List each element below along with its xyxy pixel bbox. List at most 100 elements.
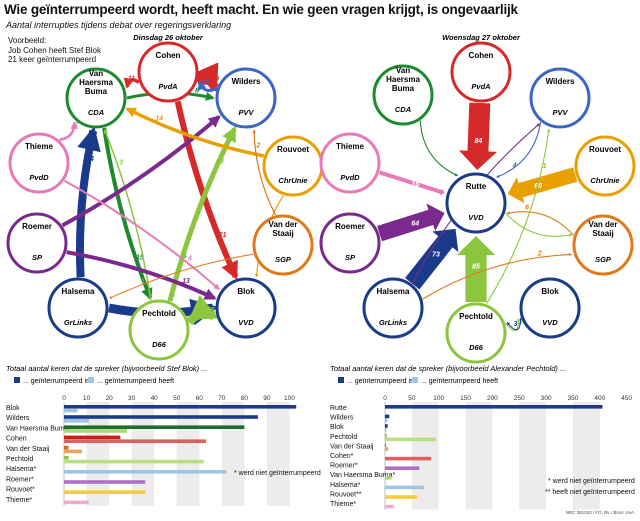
legend-swatch (412, 377, 418, 383)
bar-interrupted (385, 433, 387, 438)
flow-value: 14 (155, 115, 163, 122)
legend-label: ... geïnterrumpeerd is (23, 378, 90, 385)
flow-arrow-pechtold-wilders (485, 128, 551, 305)
node-circle (137, 41, 199, 103)
example-note: Voorbeeld: Job Cohen heeft Stef Blok 21 … (8, 36, 101, 65)
node-name: Roemer (335, 222, 365, 231)
flow-value: 60 (534, 183, 542, 190)
category-label: Van der Staaij (330, 443, 374, 450)
flow-arrow-rouvoet-rutte (507, 167, 578, 204)
category-label: Roemer* (6, 476, 34, 483)
bar-interrupted (385, 443, 387, 447)
tick-label: 250 (514, 395, 525, 402)
tick-label: 450 (621, 395, 632, 402)
tick-label: 400 (594, 395, 605, 402)
bar-interrupting (64, 419, 89, 423)
node-circle (65, 67, 127, 129)
bar-interrupting (64, 439, 207, 443)
date-label: Dinsdag 26 oktober (133, 33, 204, 42)
flow-arrow-halsema-buma (75, 126, 101, 278)
node-circle (445, 172, 507, 234)
node-name: Van (396, 66, 410, 75)
node-circle (128, 299, 190, 361)
node-circle (47, 277, 109, 339)
flow-value: 4 (187, 255, 192, 262)
node-circle (519, 277, 581, 339)
flow-value: 3 (119, 159, 123, 166)
node-party: ChrUnie (278, 176, 307, 185)
tick-label: 90 (263, 395, 271, 402)
footnote: * werd niet geïnterrumpeerd (234, 470, 321, 477)
flow-arrow-cohen-blok (174, 100, 239, 280)
node-party: PvdA (471, 82, 490, 91)
tick-label: 100 (433, 395, 444, 402)
flow-arrow-pechtold-blok (185, 295, 219, 326)
flow-arrow-pechtold-rutte (456, 236, 496, 302)
tick-label: 20 (105, 395, 113, 402)
node-name: Wilders (546, 77, 575, 86)
flow-value: 12 (201, 80, 209, 87)
node-name: Halsema (62, 287, 95, 296)
flow-value: 8 (195, 88, 199, 95)
node-party: PVV (552, 108, 568, 117)
category-label: Rutte (330, 405, 347, 412)
flow-arrow-pechtold-wilders (167, 126, 237, 302)
tick-label: 0 (383, 395, 387, 402)
node-party: GrLinks (379, 318, 407, 327)
tick-label: 50 (173, 395, 181, 402)
node-party: GrLinks (64, 318, 92, 327)
node-name: Halsema (377, 287, 410, 296)
node-name: Cohen (469, 51, 494, 60)
node-circle (215, 67, 277, 129)
bar-interrupting (64, 429, 128, 433)
example-line: 21 keer geïnterrumpeerd (8, 55, 97, 64)
flow-value: 18 (216, 159, 224, 166)
tick-label: 0 (62, 395, 66, 402)
category-label: Van der Staaij (6, 446, 50, 453)
category-label: Thieme* (6, 497, 32, 504)
node-party: VVD (238, 318, 254, 327)
flow-arrow-wilders-rutte (496, 122, 542, 178)
flow-arrow-roemer-blok (66, 250, 217, 301)
legend-swatch (88, 377, 94, 383)
node-name: Rouvoet (277, 145, 309, 154)
flow-value: 16 (411, 182, 419, 189)
bar-interrupting (64, 500, 89, 505)
flow-value: 6 (525, 205, 529, 212)
category-label: Wilders (6, 415, 30, 422)
legend-swatch (14, 377, 20, 383)
bar-interrupting (64, 459, 204, 464)
flow-value: 24 (85, 156, 94, 163)
node-party: CDA (395, 105, 411, 114)
bar-chart-title: Totaal aantal keren dat de spreker (bijv… (6, 364, 208, 373)
node-circle (529, 67, 591, 129)
footnote: * werd niet geïnterrumpeerd (548, 478, 635, 485)
flow-value: 1 (141, 278, 145, 285)
category-label: Blok (330, 424, 344, 431)
node-circle (319, 212, 381, 274)
tick-label: 200 (487, 395, 498, 402)
flow-arrow-wilders-cohen (197, 80, 218, 92)
flow-arrow-rouvoet-buma (125, 107, 265, 158)
node-circle (252, 214, 314, 276)
tick-label: 80 (241, 395, 249, 402)
node-party: SP (32, 253, 43, 262)
category-label: Roemer* (330, 463, 358, 470)
node-circle (319, 132, 381, 194)
node-party: SP (345, 253, 356, 262)
flow-arrow-staaij-rutte (506, 211, 574, 236)
legend-label: ... geïnterrumpeerd is (347, 378, 414, 385)
flow-arrow-thieme-rutte (378, 170, 445, 196)
